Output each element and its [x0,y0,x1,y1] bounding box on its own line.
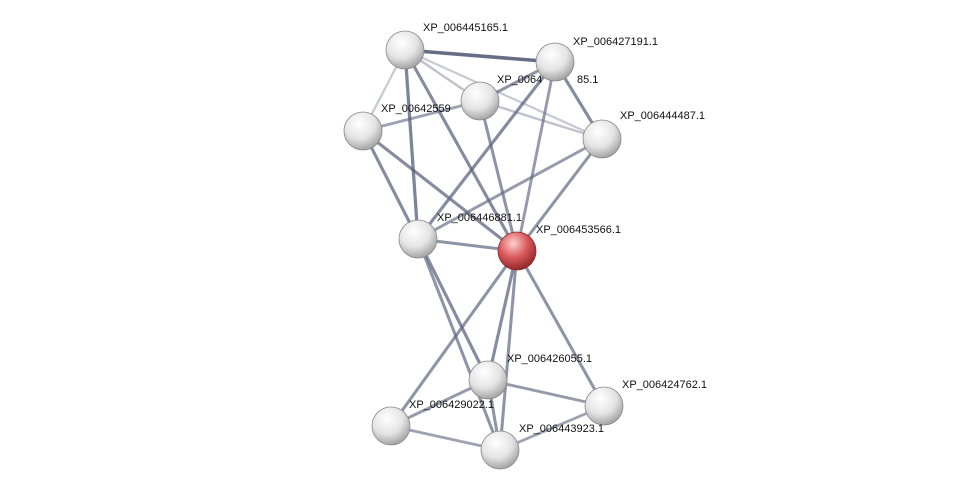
edge-A-B[interactable] [404,48,556,64]
node-label: XP_00642559 [381,103,451,115]
protein-node[interactable] [468,360,508,400]
node-label-tail: 85.1 [577,74,598,86]
edge-H-I[interactable] [487,378,605,408]
protein-node[interactable] [584,386,624,426]
protein-node[interactable] [385,30,425,70]
node-label: XP_006424762.1 [622,379,707,391]
protein-node[interactable] [480,430,520,470]
edge-G-K[interactable] [498,250,519,451]
node-label: XP_006443923.1 [519,423,604,435]
edge-A-E[interactable] [404,48,603,141]
node-label: XP_0064 [497,74,542,86]
edge-G-J[interactable] [389,250,519,427]
edge-G-I[interactable] [515,250,606,407]
node-label: XP_006426055.1 [507,353,592,365]
node-label: XP_006427191.1 [573,36,658,48]
edge-F-K[interactable] [416,238,502,451]
protein-node[interactable] [460,81,500,121]
node-label: XP_006446881.1 [437,212,522,224]
node-label: XP_006445165.1 [423,22,508,34]
protein-node[interactable] [535,42,575,82]
edge-D-C[interactable] [362,99,481,133]
edge-E-G[interactable] [515,138,604,252]
edge-D-G[interactable] [362,129,518,253]
node-label: XP_006444487.1 [620,110,705,122]
protein-node[interactable] [398,219,438,259]
node-label: XP_006453566.1 [536,224,621,236]
query-protein-node[interactable] [497,231,537,271]
edge-F-H[interactable] [416,238,490,381]
edge-G-H[interactable] [486,250,519,381]
edge-C-G[interactable] [478,100,519,252]
protein-node[interactable] [582,119,622,159]
edge-A-F[interactable] [403,49,420,240]
edge-B-G[interactable] [515,61,557,252]
protein-node[interactable] [343,111,383,151]
edge-D-F[interactable] [361,130,420,240]
edge-E-F[interactable] [417,137,603,241]
edge-A-G[interactable] [403,49,519,252]
edge-B-F[interactable] [416,61,557,240]
edge-C-E[interactable] [479,99,603,141]
node-label: XP_006429022.1 [409,399,494,411]
protein-node[interactable] [371,406,411,446]
